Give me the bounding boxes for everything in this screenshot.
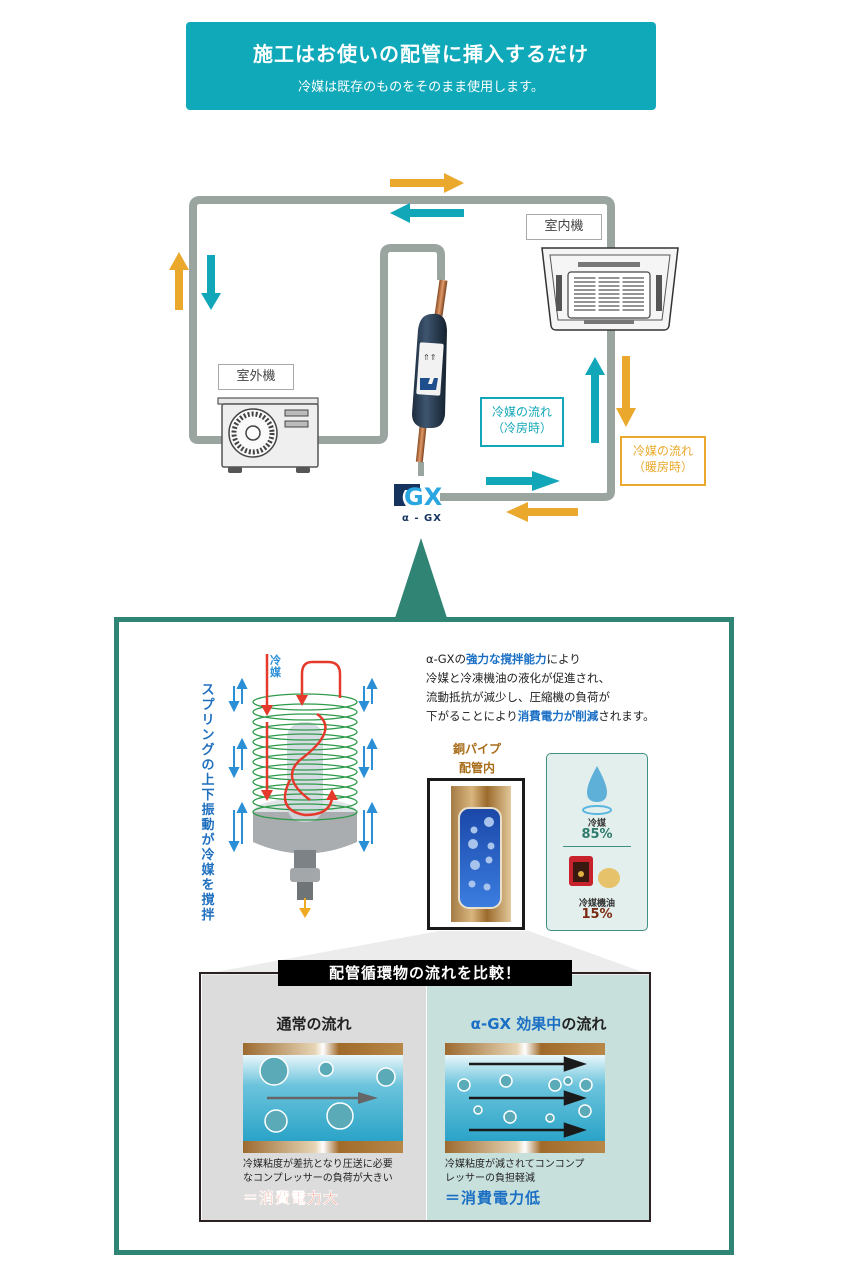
gx-note-line2: レッサーの負担軽減 — [445, 1173, 535, 1184]
desc-text: α-GXの — [426, 652, 467, 666]
gx-flow-note: 冷媒粘度が減されてコンコンプ レッサーの負担軽減 — [445, 1158, 625, 1186]
copper-pipe-cross-section — [427, 778, 525, 930]
detail-pointer — [394, 538, 448, 620]
vibration-arrows — [228, 677, 378, 853]
refrigerant-ratio-value: 85% — [581, 827, 613, 842]
ratio-divider — [563, 846, 631, 847]
product-name: α - GX — [402, 513, 442, 524]
spring-agitator-illustration — [228, 654, 378, 918]
desc-line3: 流動抵抗が減少し、圧縮機の負荷が — [426, 690, 610, 704]
oil-can-icon — [569, 856, 620, 888]
piping-diagram: ⇑⇑ GX — [169, 173, 679, 620]
gx-note-line1: 冷媒粘度が減されてコンコンプ — [445, 1159, 585, 1170]
svg-text:⇑⇑: ⇑⇑ — [423, 353, 436, 362]
oil-ratio-value: 15% — [581, 907, 613, 922]
indoor-unit-label: 室内機 — [526, 214, 602, 240]
cooling-arrow-right — [585, 357, 605, 443]
cooling-arrow-left — [201, 255, 221, 310]
banner-subtitle: 冷媒は既存のものをそのまま使用します。 — [298, 80, 544, 95]
normal-note-line2: なコンプレッサーの負荷が大きい — [243, 1173, 393, 1184]
heating-arrow-bottom — [506, 502, 578, 522]
desc-highlight-stirring: 強力な撹拌能力 — [466, 652, 547, 666]
refrigerant-pipe-outer — [189, 196, 615, 501]
heating-flow-line1: 冷媒の流れ — [632, 444, 693, 458]
cooling-flow-line1: 冷媒の流れ — [491, 405, 552, 419]
detail-frame — [114, 617, 734, 1255]
cooling-flow-label: 冷媒の流れ （冷房時） — [480, 397, 564, 447]
gx-flow-pipe-illustration — [445, 1043, 605, 1153]
oil-ratio-label: 冷媒機油 — [578, 899, 615, 909]
heating-arrow-right — [616, 356, 636, 427]
copper-pipe-label-2: 配管内 — [458, 761, 495, 775]
composition-ratio-box: 冷媒 85% 冷媒機油 15% — [546, 753, 648, 931]
svg-text:GX: GX — [404, 483, 443, 511]
header-banner: 施工はお使いの配管に挿入するだけ 冷媒は既存のものをそのまま使用します。 — [186, 22, 656, 110]
outdoor-unit-label: 室外機 — [218, 364, 294, 390]
normal-flow-note: 冷媒粘度が差抗となり圧送に必要 なコンプレッサーの負荷が大きい — [243, 1158, 423, 1186]
desc-text: により — [546, 652, 581, 666]
heating-flow-line2: （暖房時） — [632, 460, 693, 474]
gx-flow-heading: α-GX 効果中の流れ — [427, 1013, 650, 1034]
cooling-arrow-top — [390, 203, 464, 223]
cooling-arrow-bottom — [486, 471, 560, 491]
gx-flow-result: ＝消費電力低 — [445, 1189, 542, 1207]
copper-pipe-label: 銅パイプ 配管内 — [432, 740, 522, 778]
normal-flow-heading: 通常の流れ — [276, 1015, 352, 1033]
desc-highlight-power: 消費電力が削減 — [517, 709, 599, 723]
gx-device-illustration: ⇑⇑ — [412, 279, 448, 463]
spring-caption: スプリングの上下振動が冷媒を撹拌 — [201, 683, 215, 923]
normal-flow-result: ＝消費電力大 — [243, 1189, 340, 1207]
desc-text: されます。 — [598, 709, 655, 723]
comparison-title: 配管循環物の流れを比較！ — [278, 960, 572, 986]
heating-arrow-top — [390, 173, 464, 193]
normal-note-line1: 冷媒粘度が差抗となり圧送に必要 — [243, 1159, 393, 1170]
normal-flow-pipe-illustration — [243, 1043, 403, 1153]
effect-description: α-GXの強力な撹拌能力により 冷媒と冷凍機油の液化が促進され、 流動抵抗が減少… — [426, 650, 655, 726]
copper-pipe-label-1: 銅パイプ — [452, 742, 501, 756]
gx-heading-suffix: の流れ — [561, 1015, 607, 1033]
outdoor-unit-illustration — [217, 397, 319, 473]
refrigerant-pipe-inner — [310, 244, 445, 444]
heating-arrow-left — [169, 252, 189, 310]
desc-text: 下がることにより — [426, 709, 518, 723]
output-arrow — [299, 908, 311, 918]
refrigerant-ratio-label: 冷媒 — [587, 819, 606, 829]
refrigerant-inflow-label: 冷媒 — [270, 654, 281, 679]
gx-logo: GX — [394, 483, 443, 511]
heating-flow-label: 冷媒の流れ （暖房時） — [620, 436, 706, 486]
banner-title: 施工はお使いの配管に挿入するだけ — [253, 42, 589, 66]
gx-heading-prefix: α-GX 効果中 — [470, 1015, 562, 1033]
cooling-flow-line2: （冷房時） — [491, 421, 552, 435]
desc-line2: 冷媒と冷凍機油の液化が促進され、 — [426, 671, 611, 685]
indoor-unit-illustration — [541, 247, 679, 331]
refrigerant-droplet-icon — [582, 766, 612, 815]
